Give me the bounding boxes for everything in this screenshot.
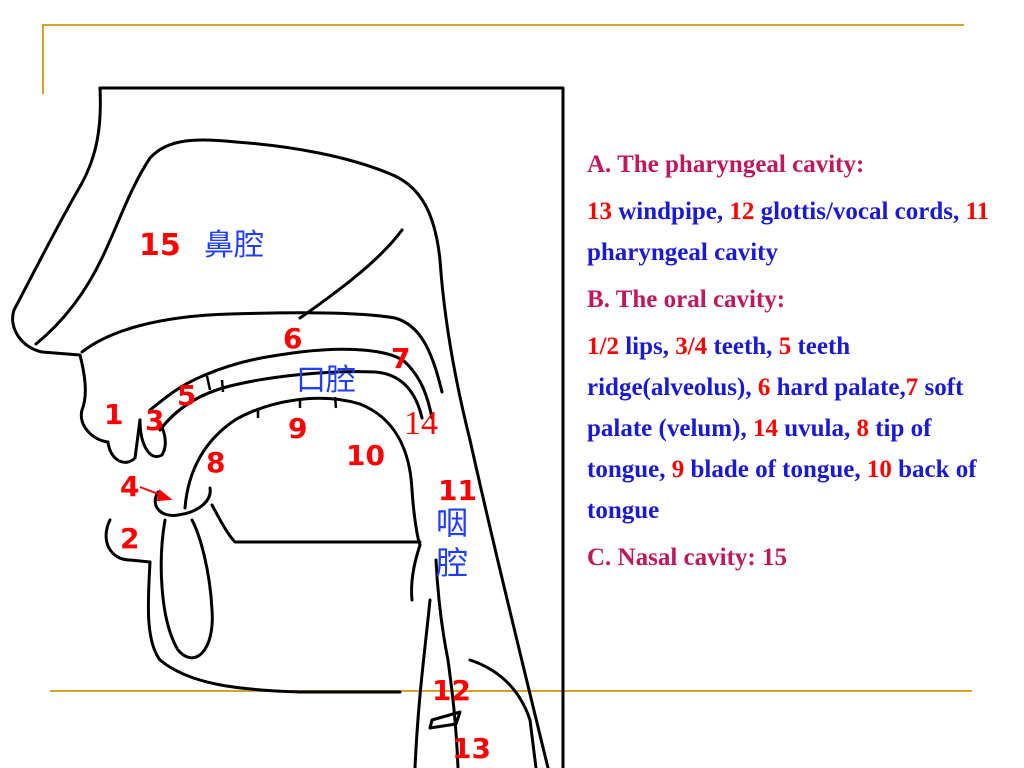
top-rule [44, 24, 964, 26]
upper-lip [106, 418, 142, 464]
text-blade-of-tongue: blade of tongue, [684, 456, 867, 483]
label-pharynx-cjk-bottom: 腔 [436, 544, 468, 582]
num-5: 5 [778, 333, 792, 360]
num-10: 10 [866, 456, 892, 483]
num-7: 7 [905, 374, 919, 401]
text-tip-of-tongue: tip of tongue, [587, 415, 932, 483]
label-3: 3 [145, 404, 164, 437]
label-13: 13 [452, 732, 491, 765]
jaw [146, 560, 402, 694]
label-4: 4 [120, 470, 139, 503]
text-soft-palate: soft palate (velum), [587, 374, 964, 442]
label-11: 11 [438, 474, 477, 507]
tongue-base [210, 503, 422, 544]
num-6: 6 [757, 374, 771, 401]
sinus-curve [298, 228, 404, 320]
diagram-frame [98, 86, 565, 768]
palate-underside [158, 370, 424, 432]
section-b-body: 1/2 lips, 3/4 teeth, 5 teeth ridge(alveo… [587, 326, 997, 531]
text-lips: lips, [618, 333, 676, 360]
num-12: 12 [729, 198, 755, 225]
notes-panel: A. The pharyngeal cavity: 13 windpipe, 1… [587, 144, 997, 584]
label-7: 7 [391, 342, 410, 375]
text-teeth-ridge: teeth ridge(alveolus), [587, 333, 851, 401]
section-b-header: B. The oral cavity: [587, 286, 786, 313]
lower-teeth [159, 518, 214, 660]
epiglottis [434, 558, 460, 768]
arrow-4-head [156, 489, 173, 502]
label-5: 5 [177, 379, 196, 412]
text-back-of-tongue: back of tongue [587, 456, 977, 524]
text-pharyngeal-cavity: pharyngeal cavity [587, 239, 778, 266]
pharynx-back [468, 438, 550, 768]
bottom-rule [50, 690, 972, 692]
palate-tick-1 [205, 375, 212, 391]
num-8: 8 [856, 415, 869, 442]
pharynx-front [410, 543, 422, 602]
label-pharynx-cjk-top: 咽 [436, 504, 468, 542]
text-windpipe: windpipe, [612, 198, 730, 225]
left-rule [42, 24, 44, 94]
upper-teeth [138, 418, 167, 459]
label-oral-cjk: 口腔 [296, 363, 356, 398]
label-1: 1 [104, 398, 123, 431]
section-a-body: 13 windpipe, 12 glottis/vocal cords, 11 … [587, 191, 997, 273]
text-teeth: teeth, [707, 333, 779, 360]
text-glottis: glottis/vocal cords, [754, 198, 966, 225]
num-14: 14 [752, 415, 778, 442]
hard-palate [148, 347, 434, 420]
palate-tick-5 [333, 396, 338, 409]
label-8: 8 [206, 446, 225, 479]
vocal-fold [428, 710, 462, 730]
nasal-cavity-outline [34, 138, 472, 442]
label-14: 14 [404, 405, 438, 442]
label-12: 12 [432, 674, 471, 707]
label-9: 9 [288, 412, 307, 445]
num-9: 9 [671, 456, 685, 483]
label-nasal-cjk: 鼻腔 [204, 228, 264, 263]
arytenoid [468, 658, 538, 768]
larynx [413, 598, 432, 768]
section-a-header: A. The pharyngeal cavity: [587, 151, 865, 178]
section-c-header: C. Nasal cavity: 15 [587, 544, 787, 571]
num-11: 11 [965, 198, 990, 225]
text-hard-palate: hard palate, [770, 374, 906, 401]
label-15: 15 [139, 228, 181, 263]
num-3-4: 3/4 [675, 333, 708, 360]
text-uvula: uvula, [777, 415, 857, 442]
label-6: 6 [283, 322, 302, 355]
lower-lip [104, 518, 152, 564]
label-2: 2 [120, 522, 139, 555]
tongue-tip [153, 486, 212, 517]
num-13: 13 [587, 198, 612, 225]
num-1-2: 1/2 [587, 333, 619, 360]
label-10: 10 [346, 439, 385, 472]
tongue [183, 396, 422, 547]
face-outline [11, 86, 110, 444]
palate-tick-2 [220, 379, 225, 393]
